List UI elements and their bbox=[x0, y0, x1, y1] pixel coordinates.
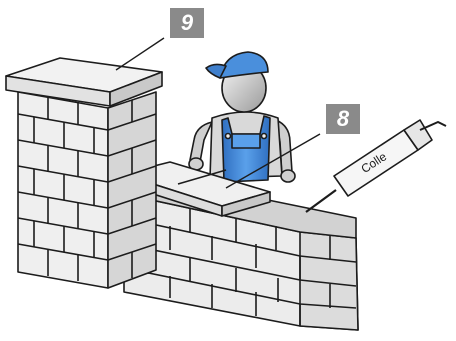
worker-figure bbox=[189, 52, 295, 182]
callout-8-badge: 8 bbox=[326, 104, 360, 134]
callout-9-leader bbox=[116, 38, 164, 70]
pillar bbox=[18, 92, 156, 288]
callout-9-badge: 9 bbox=[170, 8, 204, 38]
